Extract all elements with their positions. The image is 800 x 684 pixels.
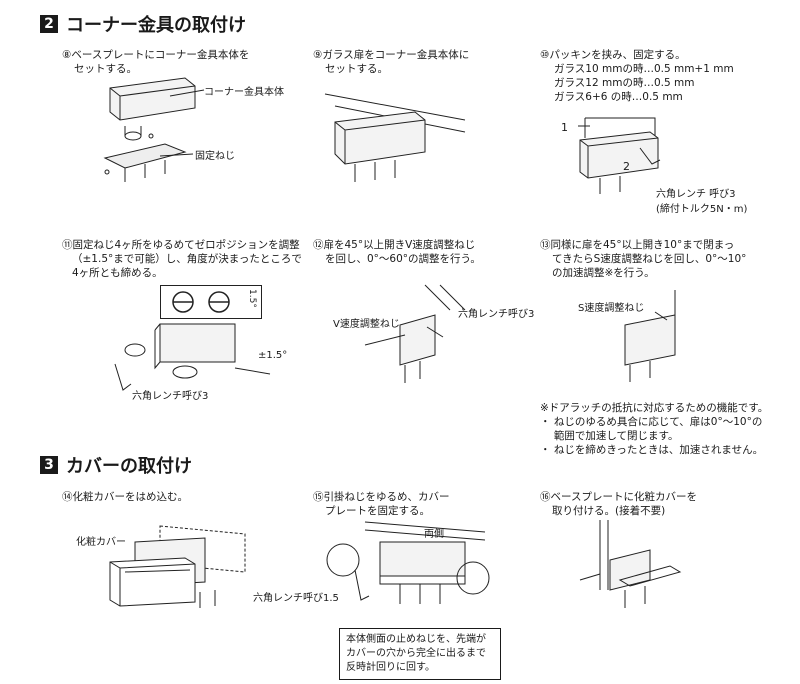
step-9-text: ⑨ガラス扉をコーナー金具本体に セットする。 (313, 48, 469, 76)
step-16-text: ⑯ベースプレートに化粧カバーを 取り付ける。(接着不要) (540, 490, 697, 518)
step-8-text: ⑧ベースプレートにコーナー金具本体を セットする。 (62, 48, 249, 76)
step-10-line-1: ⑩パッキンを挟み、固定する。 (540, 49, 686, 61)
step-10-figure (560, 108, 680, 198)
note-line-3: 範囲で加速して閉じます。 (540, 430, 679, 442)
box-line-2: カバーの穴から完全に出るまで (346, 648, 486, 659)
label-hex-wrench-3: 六角レンチ 呼び3 (656, 189, 736, 200)
leader-fixing-screw (160, 150, 194, 160)
step-14-figure (105, 512, 250, 612)
step-13-line-1: ⑬同様に扉を45°以上開き10°まで閉まっ (540, 239, 735, 251)
label-decorative-cover: 化粧カバー (76, 537, 126, 548)
section-3-title: 3 カバーの取付け (40, 452, 192, 478)
step-15-line-2: プレートを固定する。 (325, 505, 430, 517)
label-v-speed-screw: V速度調整ねじ (333, 319, 400, 330)
step-11-inset (160, 285, 262, 319)
step-13-text: ⑬同様に扉を45°以上開き10°まで閉まっ てきたらS速度調整ねじを回し、0°～… (540, 238, 746, 280)
step-13-figure (605, 290, 695, 390)
step-14-text: ⑭化粧カバーをはめ込む。 (62, 490, 188, 504)
note-line-2: ・ ねじのゆるめ具合に応じて、扉は0°～10°の (540, 416, 763, 428)
section-3-number: 3 (40, 456, 58, 474)
set-screw-instruction-box: 本体側面の止めねじを、先端が カバーの穴から完全に出るまで 反時計回りに回す。 (339, 628, 501, 680)
label-angle-tolerance: ±1.5° (258, 350, 288, 361)
leader-corner-body (170, 88, 206, 98)
step-15-text: ⑮引掛ねじをゆるめ、カバー プレートを固定する。 (313, 490, 450, 518)
note-line-4: ・ ねじを締めきったときは、加速されません。 (540, 444, 764, 456)
label-torque: (締付トルク5N・m) (656, 204, 748, 215)
label-hex-wrench-3-c: 六角レンチ呼び3 (458, 309, 535, 320)
step-10-mark-2: 2 (623, 160, 630, 173)
box-line-1: 本体側面の止めねじを、先端が (346, 634, 486, 645)
section-3-heading: カバーの取付け (66, 456, 192, 477)
step-9-line-1: ⑨ガラス扉をコーナー金具本体に (313, 49, 470, 61)
label-hex-wrench-1-5: 六角レンチ呼び1.5 (253, 593, 339, 604)
step-12-text: ⑫扉を45°以上開きV速度調整ねじ を回し、0°～60°の調整を行う。 (313, 238, 481, 266)
label-corner-body: コーナー金具本体 (204, 87, 284, 98)
inset-screws-figure (172, 291, 230, 313)
label-fixing-screw: 固定ねじ (195, 151, 235, 162)
step-10-line-4: ガラス6+6 の時…0.5 mm (554, 91, 683, 103)
step-12-figure (365, 285, 475, 395)
step-10-mark-1: 1 (561, 121, 568, 134)
step-12-line-1: ⑫扉を45°以上開きV速度調整ねじ (313, 239, 476, 251)
step-11-line-1: ⑪固定ねじ4ヶ所をゆるめてゼロポジションを調整 (62, 239, 300, 251)
section-2-title: 2 コーナー金具の取付け (40, 11, 246, 37)
step-12-line-2: を回し、0°～60°の調整を行う。 (325, 253, 481, 265)
label-s-speed-screw: S速度調整ねじ (578, 303, 645, 314)
label-both-sides: 両側 (424, 529, 444, 540)
speed-adjust-notes: ※ドアラッチの抵抗に対応するための機能です。 ・ ねじのゆるめ具合に応じて、扉は… (540, 401, 768, 457)
step-16-line-2: 取り付ける。(接着不要) (552, 505, 666, 517)
step-8-figure (95, 78, 205, 188)
label-inset-angle: 1.5° (247, 289, 257, 308)
step-13-line-3: の加速調整※を行う。 (552, 267, 655, 279)
box-line-3: 反時計回りに回す。 (346, 662, 435, 673)
step-9-line-2: セットする。 (325, 63, 388, 75)
step-16-line-1: ⑯ベースプレートに化粧カバーを (540, 491, 697, 503)
step-11-text: ⑪固定ねじ4ヶ所をゆるめてゼロポジションを調整 （±1.5°まで可能）し、角度が… (62, 238, 302, 280)
step-15-line-1: ⑮引掛ねじをゆるめ、カバー (313, 491, 450, 503)
step-11-line-3: 4ヶ所とも締める。 (72, 267, 163, 279)
step-10-text: ⑩パッキンを挟み、固定する。 ガラス10 mmの時…0.5 mm+1 mm ガラ… (540, 48, 734, 104)
step-8-line-2: セットする。 (74, 63, 137, 75)
note-line-1: ※ドアラッチの抵抗に対応するための機能です。 (540, 402, 769, 414)
step-11-line-2: （±1.5°まで可能）し、角度が決まったところで (72, 253, 302, 265)
step-15-figure (325, 520, 495, 620)
section-2-number: 2 (40, 15, 58, 33)
step-16-figure (580, 520, 690, 610)
step-10-line-2: ガラス10 mmの時…0.5 mm+1 mm (554, 63, 734, 75)
step-11-figure (95, 318, 270, 393)
section-2-heading: コーナー金具の取付け (66, 15, 246, 36)
step-8-line-1: ⑧ベースプレートにコーナー金具本体を (62, 49, 250, 61)
step-14-line-1: ⑭化粧カバーをはめ込む。 (62, 491, 188, 503)
step-13-line-2: てきたらS速度調整ねじを回し、0°～10° (552, 253, 747, 265)
label-hex-wrench-3-b: 六角レンチ呼び3 (132, 391, 209, 402)
step-9-figure (325, 92, 475, 192)
step-10-line-3: ガラス12 mmの時…0.5 mm (554, 77, 695, 89)
